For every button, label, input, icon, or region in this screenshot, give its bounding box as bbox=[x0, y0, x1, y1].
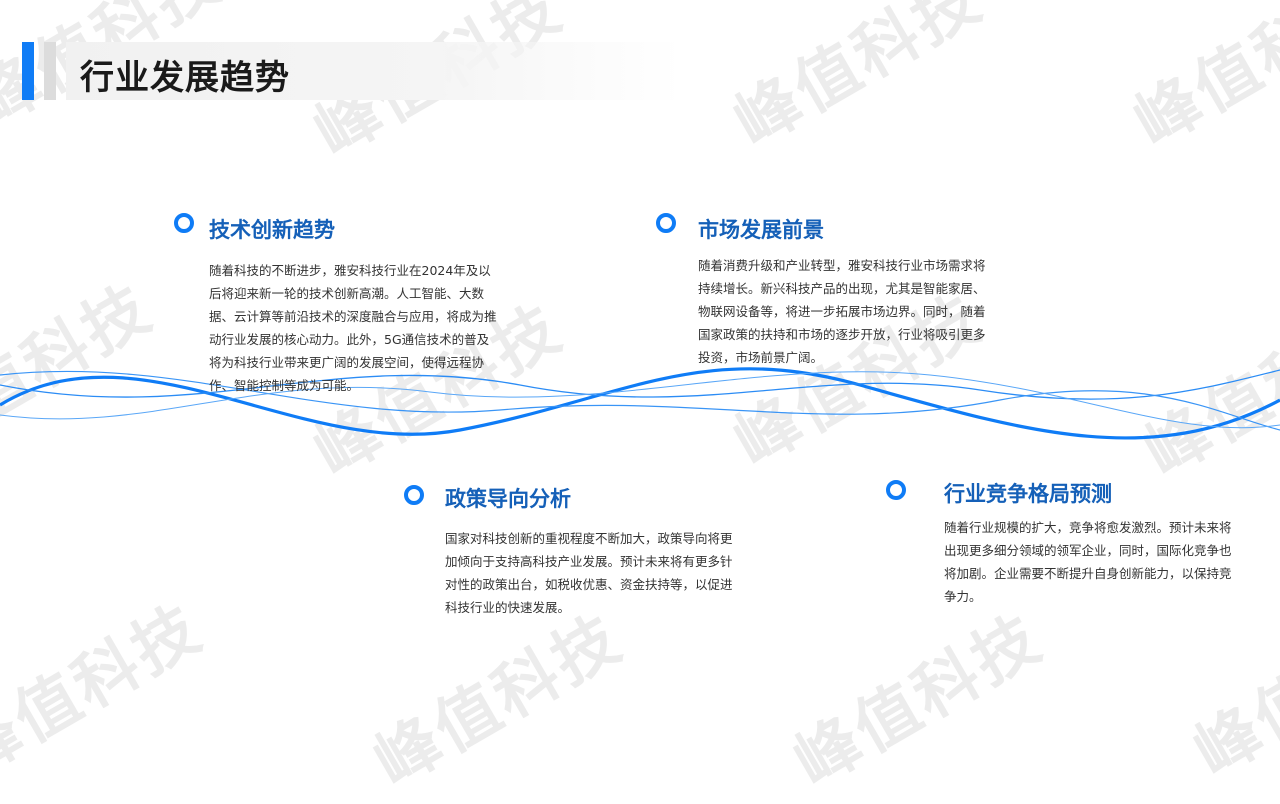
circle-bullet-icon bbox=[886, 480, 906, 500]
watermark: 峰值科技 bbox=[0, 591, 216, 792]
section-title: 市场发展前景 bbox=[698, 218, 824, 242]
section-tech-innovation: 技术创新趋势 随着科技的不断进步，雅安科技行业在2024年及以后将迎来新一轮的技… bbox=[174, 210, 504, 400]
section-title: 行业竞争格局预测 bbox=[944, 482, 1112, 506]
watermark: 峰值科技 bbox=[782, 601, 1056, 802]
section-body: 随着消费升级和产业转型，雅安科技行业市场需求将持续增长。新兴科技产品的出现，尤其… bbox=[698, 258, 986, 365]
title-bar: 行业发展趋势 bbox=[22, 42, 682, 100]
circle-bullet-icon bbox=[656, 213, 676, 233]
section-body: 随着科技的不断进步，雅安科技行业在2024年及以后将迎来新一轮的技术创新高潮。人… bbox=[209, 263, 497, 393]
wave-lines bbox=[0, 367, 1280, 440]
watermark: 峰值科技 bbox=[722, 0, 996, 162]
page-title: 行业发展趋势 bbox=[80, 58, 290, 98]
section-market-outlook: 市场发展前景 随着消费升级和产业转型，雅安科技行业市场需求将持续增长。新兴科技产… bbox=[656, 210, 996, 380]
section-title: 技术创新趋势 bbox=[209, 218, 335, 242]
circle-bullet-icon bbox=[404, 485, 424, 505]
section-body: 国家对科技创新的重视程度不断加大，政策导向将更加倾向于支持高科技产业发展。预计未… bbox=[445, 531, 733, 615]
section-competition-forecast: 行业竞争格局预测 随着行业规模的扩大，竞争将愈发激烈。预计未来将出现更多细分领域… bbox=[886, 477, 1256, 617]
title-accent-gray bbox=[44, 42, 56, 100]
title-background bbox=[66, 42, 682, 100]
wave-line bbox=[0, 371, 1280, 429]
circle-bullet-icon bbox=[174, 213, 194, 233]
wave-line bbox=[0, 370, 1280, 431]
watermark: 峰值科技 bbox=[1122, 0, 1280, 162]
section-policy-analysis: 政策导向分析 国家对科技创新的重视程度不断加大，政策导向将更加倾向于支持高科技产… bbox=[404, 481, 744, 631]
title-accent-blue bbox=[22, 42, 34, 100]
section-title: 政策导向分析 bbox=[445, 487, 571, 511]
section-body: 随着行业规模的扩大，竞争将愈发激烈。预计未来将出现更多细分领域的领军企业，同时，… bbox=[944, 520, 1232, 604]
wave-line bbox=[0, 369, 1280, 400]
